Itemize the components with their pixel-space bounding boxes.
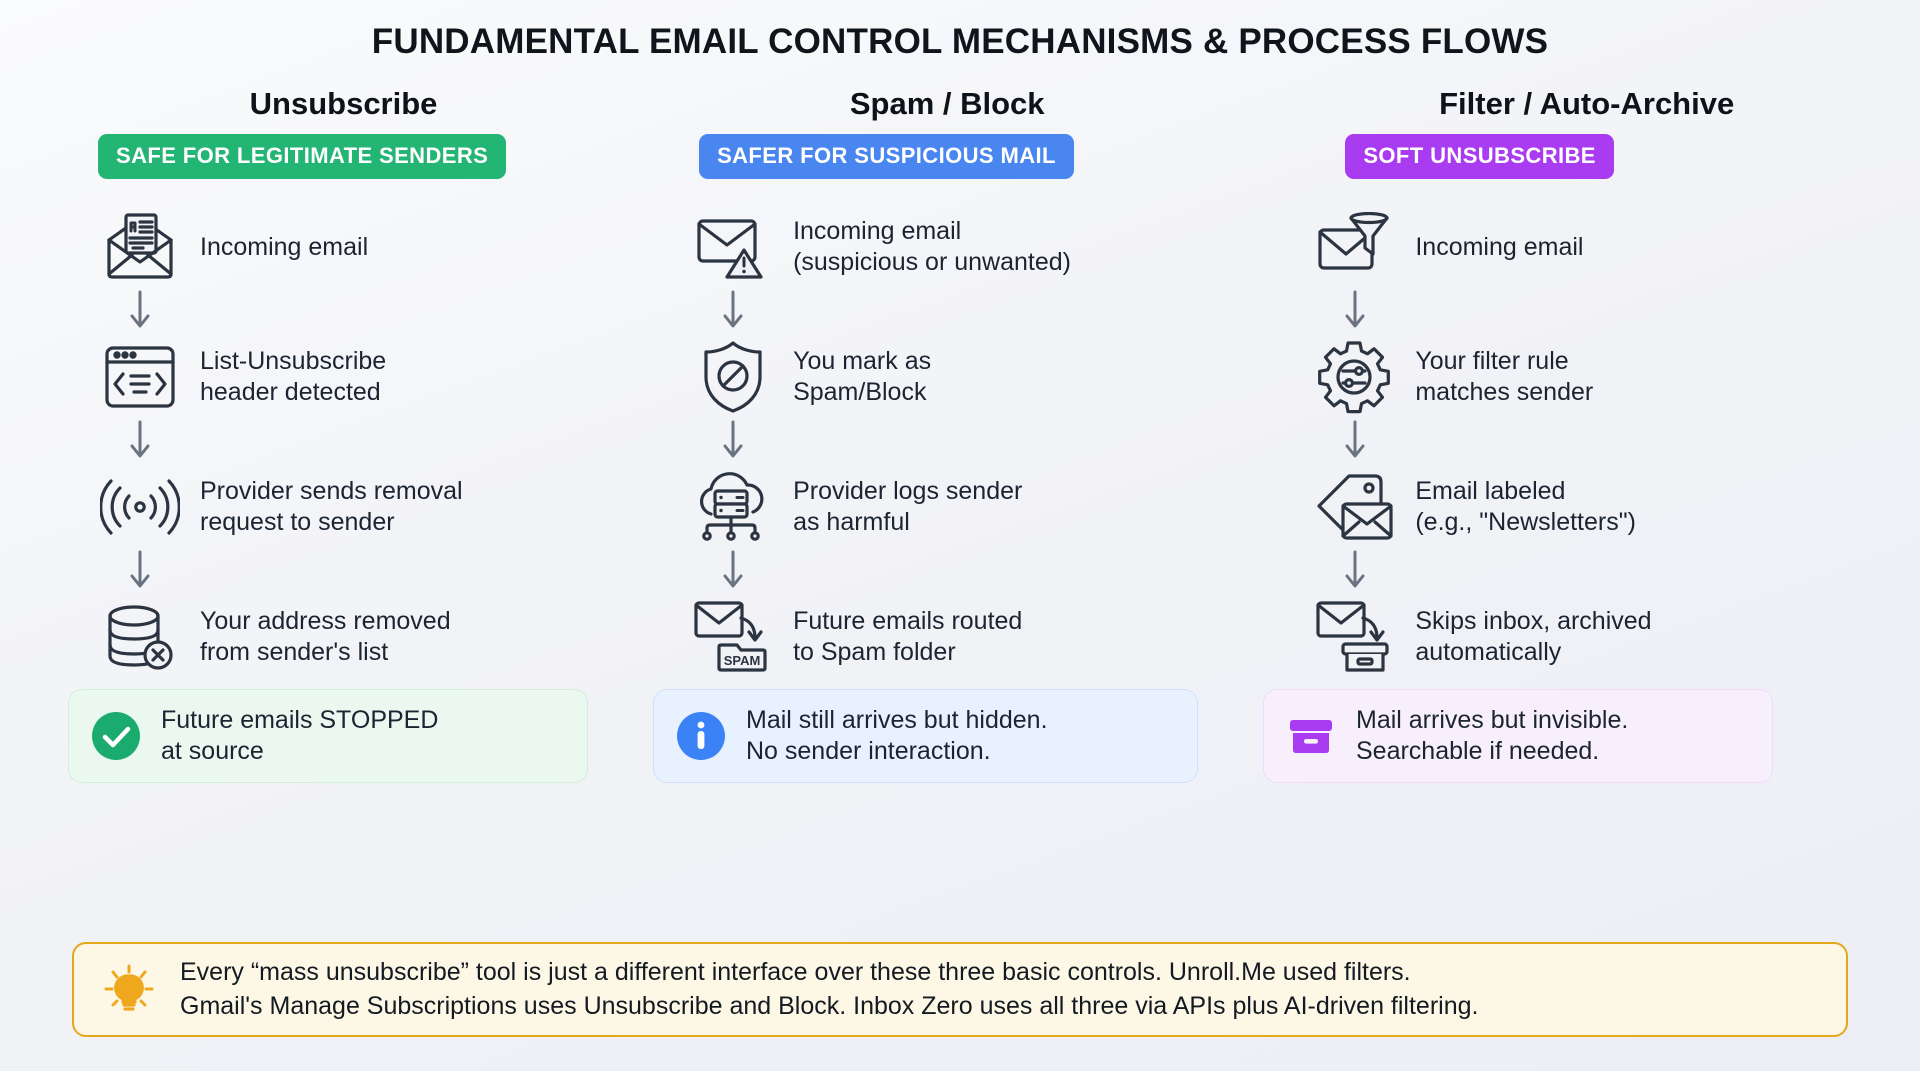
column-heading: Unsubscribe xyxy=(249,86,438,121)
shield-block-icon xyxy=(691,338,775,416)
step-label: Your address removed from sender's list xyxy=(200,607,451,666)
step-item: Email labeled (e.g., "Newsletters") xyxy=(1313,465,1880,549)
outcome-card-filter-archive: Mail arrives but invisible. Searchable i… xyxy=(1263,689,1773,783)
outcome-card-unsubscribe: Future emails STOPPED at source xyxy=(68,689,588,783)
step-label: Incoming email xyxy=(1415,232,1584,261)
flow-connector xyxy=(98,419,647,465)
step-item: List-Unsubscribe header detected xyxy=(98,335,647,419)
step-label: Incoming email (suspicious or unwanted) xyxy=(793,217,1071,276)
step-item: Incoming email xyxy=(98,205,647,289)
flow-connector xyxy=(1313,549,1880,595)
archive-box-icon xyxy=(1284,709,1338,763)
step-item: Your filter rule matches sender xyxy=(1313,335,1880,419)
step-item: SPAM Future emails routed to Spam folder xyxy=(691,595,1273,679)
step-label: You mark as Spam/Block xyxy=(793,347,932,406)
outcome-label: Future emails STOPPED at source xyxy=(161,705,439,766)
step-item: Your address removed from sender's list xyxy=(98,595,647,679)
database-remove-icon xyxy=(98,598,182,676)
step-item: You mark as Spam/Block xyxy=(691,335,1273,419)
flow-connector xyxy=(691,549,1273,595)
arrow-down-icon xyxy=(1313,289,1397,335)
spam-folder-label: SPAM xyxy=(724,653,761,668)
badge-container: SAFE FOR LEGITIMATE SENDERS xyxy=(98,134,647,179)
outcome-card-spam-block: Mail still arrives but hidden. No sender… xyxy=(653,689,1198,783)
step-label: Your filter rule matches sender xyxy=(1415,347,1594,406)
info-circle-icon xyxy=(674,709,728,763)
outcome-label: Mail arrives but invisible. Searchable i… xyxy=(1356,705,1629,766)
outcome-row: Future emails STOPPED at source Mail sti… xyxy=(0,679,1920,783)
arrow-down-icon xyxy=(98,289,182,335)
cloud-server-icon xyxy=(691,468,775,546)
status-badge: SAFE FOR LEGITIMATE SENDERS xyxy=(98,134,507,179)
outcome-label: Mail still arrives but hidden. No sender… xyxy=(746,705,1048,766)
tag-envelope-icon xyxy=(1313,468,1397,546)
arrow-down-icon xyxy=(1313,549,1397,595)
column-heading: Filter / Auto-Archive xyxy=(1439,86,1735,121)
arrow-down-icon xyxy=(1313,419,1397,465)
arrow-down-icon xyxy=(98,549,182,595)
arrow-down-icon xyxy=(691,289,775,335)
code-window-icon xyxy=(98,338,182,416)
step-label: Provider sends removal request to sender xyxy=(200,477,463,536)
flow-connector xyxy=(98,549,647,595)
step-list: Incoming email (suspicious or unwanted) xyxy=(691,205,1273,679)
flow-columns: Unsubscribe SAFE FOR LEGITIMATE SENDERS xyxy=(0,62,1920,679)
arrow-down-icon xyxy=(98,419,182,465)
gear-sliders-icon xyxy=(1313,338,1397,416)
flow-connector xyxy=(691,289,1273,335)
footer-note: Every “mass unsubscribe” tool is just a … xyxy=(72,942,1848,1037)
column-heading: Spam / Block xyxy=(849,86,1045,121)
newsletter-envelope-icon xyxy=(98,208,182,286)
badge-container: SOFT UNSUBSCRIBE xyxy=(1313,134,1880,179)
flow-connector xyxy=(1313,289,1880,335)
step-item: Incoming email (suspicious or unwanted) xyxy=(691,205,1273,289)
badge-container: SAFER FOR SUSPICIOUS MAIL xyxy=(691,134,1273,179)
step-label: Skips inbox, archived automatically xyxy=(1415,607,1652,666)
page-title: FUNDAMENTAL EMAIL CONTROL MECHANISMS & P… xyxy=(371,22,1549,61)
step-label: Email labeled (e.g., "Newsletters") xyxy=(1415,477,1636,536)
arrow-down-icon xyxy=(691,549,775,595)
envelope-warning-icon xyxy=(691,208,775,286)
step-item: Provider sends removal request to sender xyxy=(98,465,647,549)
status-badge: SOFT UNSUBSCRIBE xyxy=(1345,134,1614,179)
step-label: Future emails routed to Spam folder xyxy=(793,607,1023,666)
flow-connector xyxy=(98,289,647,335)
envelope-to-archive-icon xyxy=(1313,598,1397,676)
step-list: Incoming email xyxy=(1313,205,1880,679)
step-label: Provider logs sender as harmful xyxy=(793,477,1023,536)
check-circle-icon xyxy=(89,709,143,763)
flow-connector xyxy=(691,419,1273,465)
step-label: Incoming email xyxy=(200,232,369,261)
footer-label: Every “mass unsubscribe” tool is just a … xyxy=(180,958,1479,1020)
status-badge: SAFER FOR SUSPICIOUS MAIL xyxy=(699,134,1074,179)
broadcast-signal-icon xyxy=(98,468,182,546)
column-filter-archive: Filter / Auto-Archive SOFT UNSUBSCRIBE I… xyxy=(1273,86,1880,679)
step-item: Incoming email xyxy=(1313,205,1880,289)
flow-connector xyxy=(1313,419,1880,465)
envelope-to-spam-folder-icon: SPAM xyxy=(691,598,775,676)
step-item: Skips inbox, archived automatically xyxy=(1313,595,1880,679)
column-unsubscribe: Unsubscribe SAFE FOR LEGITIMATE SENDERS xyxy=(40,86,647,679)
envelope-funnel-icon xyxy=(1313,208,1397,286)
lightbulb-icon xyxy=(100,961,158,1019)
step-label: List-Unsubscribe header detected xyxy=(200,347,387,406)
arrow-down-icon xyxy=(691,419,775,465)
step-item: Provider logs sender as harmful xyxy=(691,465,1273,549)
step-list: Incoming email xyxy=(98,205,647,679)
column-spam-block: Spam / Block SAFER FOR SUSPICIOUS MAIL xyxy=(647,86,1273,679)
